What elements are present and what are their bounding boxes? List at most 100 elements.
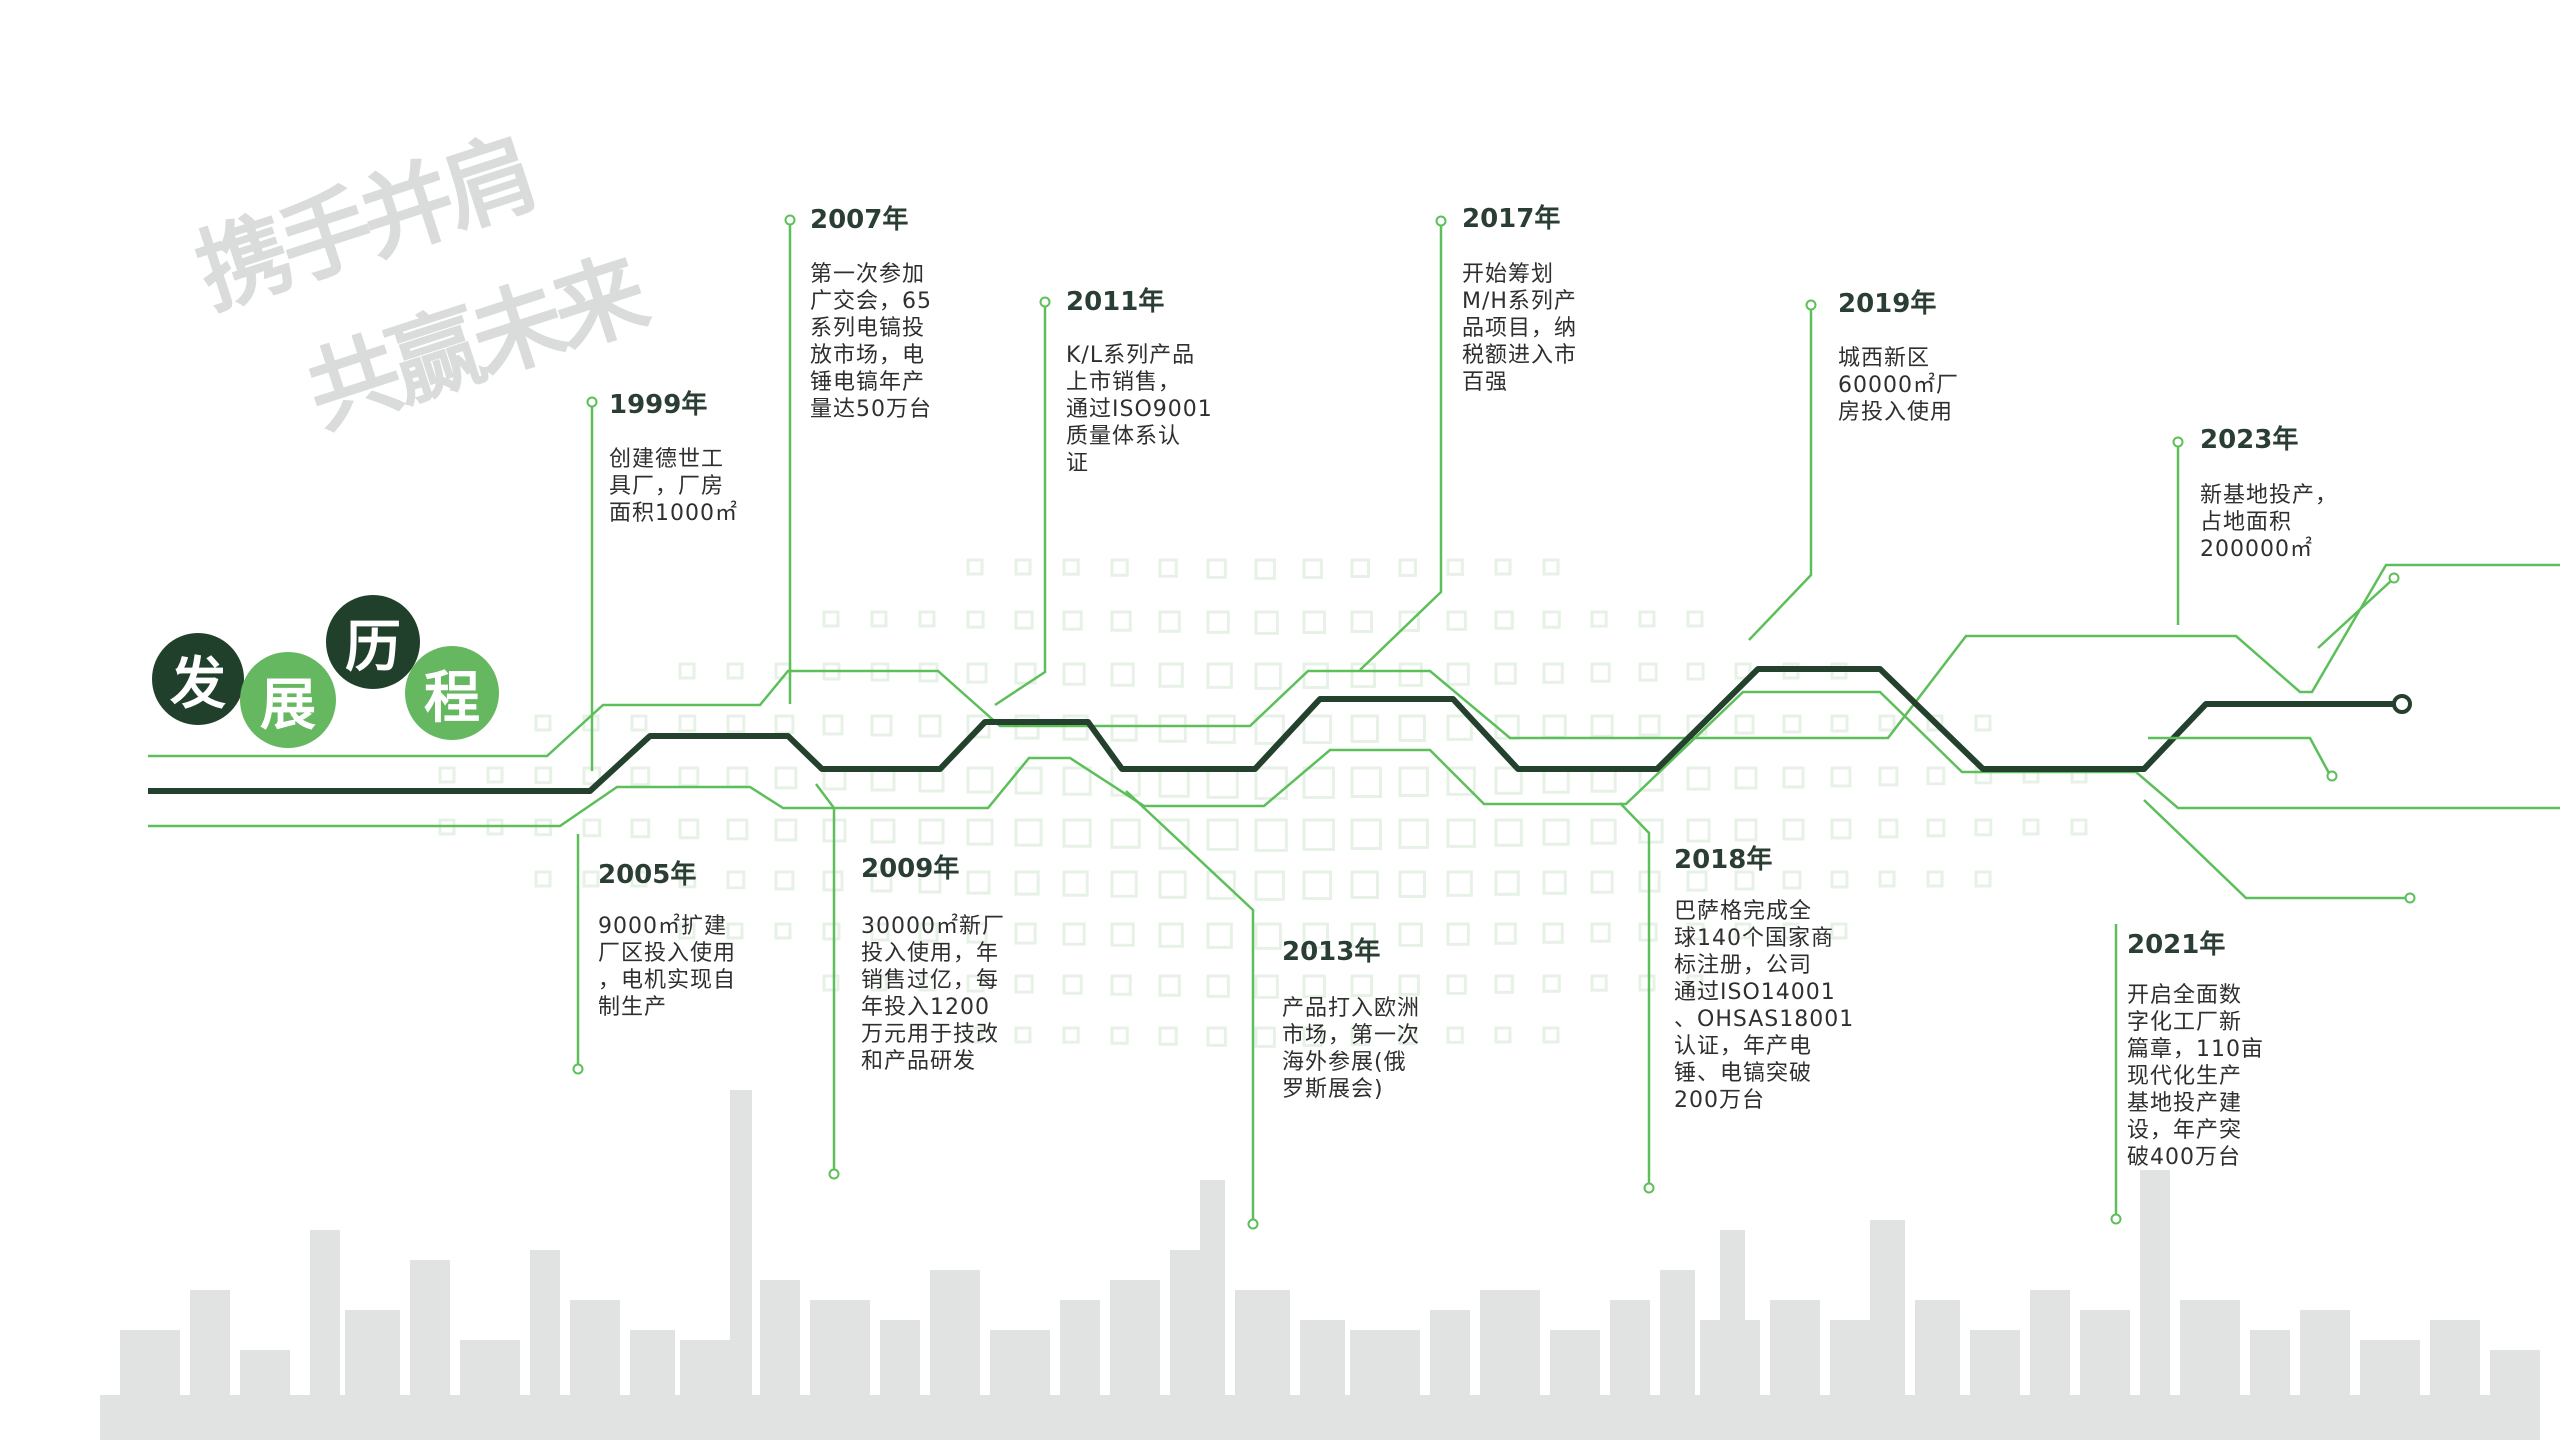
grid-square	[1158, 922, 1184, 948]
title-char-cheng: 程	[405, 646, 499, 740]
grid-square	[1062, 714, 1089, 741]
grid-square	[918, 610, 936, 628]
branch-stub-top-right-dot	[2388, 572, 2400, 584]
grid-square	[1734, 766, 1758, 790]
grid-square	[1446, 662, 1470, 686]
grid-square	[1830, 870, 1849, 889]
grid-square	[582, 870, 600, 888]
grid-square	[1398, 818, 1429, 849]
grid-square	[1014, 558, 1032, 576]
milestone-2021-year: 2021年	[2127, 930, 2226, 960]
grid-square	[966, 662, 988, 684]
grid-square	[1590, 714, 1614, 738]
grid-square	[1302, 1026, 1324, 1048]
milestone-leaders	[572, 214, 2184, 1230]
grid-square	[1878, 714, 1896, 732]
grid-square	[966, 766, 994, 794]
milestone-2005-desc: 9000㎡扩建 厂区投入使用 ，电机实现自 制生产	[598, 914, 737, 1020]
milestone-2013-desc: 产品打入欧洲 市场，第一次 海外参展(俄 罗斯展会)	[1282, 996, 1421, 1102]
milestone-leader-dot	[2172, 436, 2184, 448]
grid-square	[1110, 974, 1132, 996]
milestone-2017-year: 2017年	[1462, 204, 1561, 234]
grid-square	[1494, 1026, 1512, 1044]
grid-square	[1350, 662, 1376, 688]
grid-square	[1638, 610, 1656, 628]
grid-square	[1398, 974, 1420, 996]
milestone-leader-line	[1359, 221, 1443, 671]
grid-square	[1926, 714, 1944, 732]
grid-square	[678, 922, 696, 940]
grid-square	[1686, 870, 1708, 892]
grid-square	[1638, 714, 1661, 737]
grid-square	[534, 714, 552, 732]
grid-square	[1494, 558, 1512, 576]
grid-square	[1974, 818, 1993, 837]
grid-square	[1398, 714, 1426, 742]
milestone-2018-desc: 巴萨格完成全 球140个国家商 标注册，公司 通过ISO14001 、OHSAS…	[1674, 899, 1855, 1113]
grid-square	[1014, 818, 1043, 847]
grid-square	[1782, 766, 1805, 789]
grid-square	[1878, 766, 1899, 787]
grid-square	[1542, 662, 1564, 684]
grid-square	[1734, 818, 1758, 842]
grid-square	[1110, 818, 1141, 849]
grid-square	[1446, 610, 1467, 631]
grid-square	[1782, 818, 1805, 841]
grid-square	[1158, 818, 1190, 850]
grid-square	[1926, 818, 1946, 838]
timeline-end-dot	[2392, 694, 2412, 714]
branch-stub-bottom-right-dot	[2404, 892, 2416, 904]
grid-square	[726, 662, 744, 680]
milestone-2009-desc: 30000㎡新厂 投入使用，年 销售过亿，每 年投入1200 万元用于技改 和产…	[861, 914, 1005, 1074]
grid-square	[1014, 922, 1037, 945]
grid-square	[1110, 714, 1138, 742]
grid-square	[1398, 870, 1426, 898]
grid-square	[1782, 922, 1800, 940]
grid-square	[1350, 714, 1379, 743]
grid-square	[1446, 1026, 1464, 1044]
grid-square	[1254, 662, 1282, 690]
grid-square	[1302, 766, 1336, 800]
city-skyline-silhouette	[100, 1090, 2540, 1440]
milestone-2019-year: 2019年	[1838, 289, 1937, 319]
grid-square	[918, 714, 942, 738]
grid-square	[1350, 818, 1382, 850]
skyline-building	[730, 1090, 752, 1440]
grid-square	[1398, 766, 1429, 797]
grid-square	[1830, 766, 1852, 788]
grid-square	[1734, 662, 1752, 680]
grid-square	[1446, 766, 1476, 796]
milestone-2023-year: 2023年	[2200, 425, 2299, 455]
grid-square	[1494, 610, 1514, 630]
grid-square	[1542, 558, 1560, 576]
title-char-li: 历	[326, 595, 420, 689]
grid-square	[1254, 1026, 1276, 1048]
grid-square	[1110, 1026, 1129, 1045]
grid-square	[1350, 922, 1376, 948]
grid-square	[1782, 870, 1802, 890]
grid-square	[870, 818, 896, 844]
grid-square	[1206, 610, 1230, 634]
grid-square	[726, 714, 746, 734]
grid-square	[534, 870, 552, 888]
grid-square	[630, 870, 648, 888]
grid-square	[774, 922, 792, 940]
grid-square	[1206, 662, 1233, 689]
grid-square	[1686, 974, 1704, 992]
grid-square	[1302, 714, 1333, 745]
grid-square	[1638, 662, 1658, 682]
grid-square	[630, 714, 648, 732]
grid-square	[822, 974, 840, 992]
grid-square	[1686, 766, 1711, 791]
grid-square	[966, 818, 994, 846]
grid-square	[1686, 662, 1705, 681]
grid-square	[1110, 610, 1132, 632]
grid-square	[726, 870, 746, 890]
grid-square	[1494, 766, 1523, 795]
milestone-leader-dot	[1643, 1182, 1655, 1194]
grid-square	[1686, 714, 1708, 736]
grid-square	[966, 974, 985, 993]
milestone-2005-year: 2005年	[598, 860, 697, 890]
